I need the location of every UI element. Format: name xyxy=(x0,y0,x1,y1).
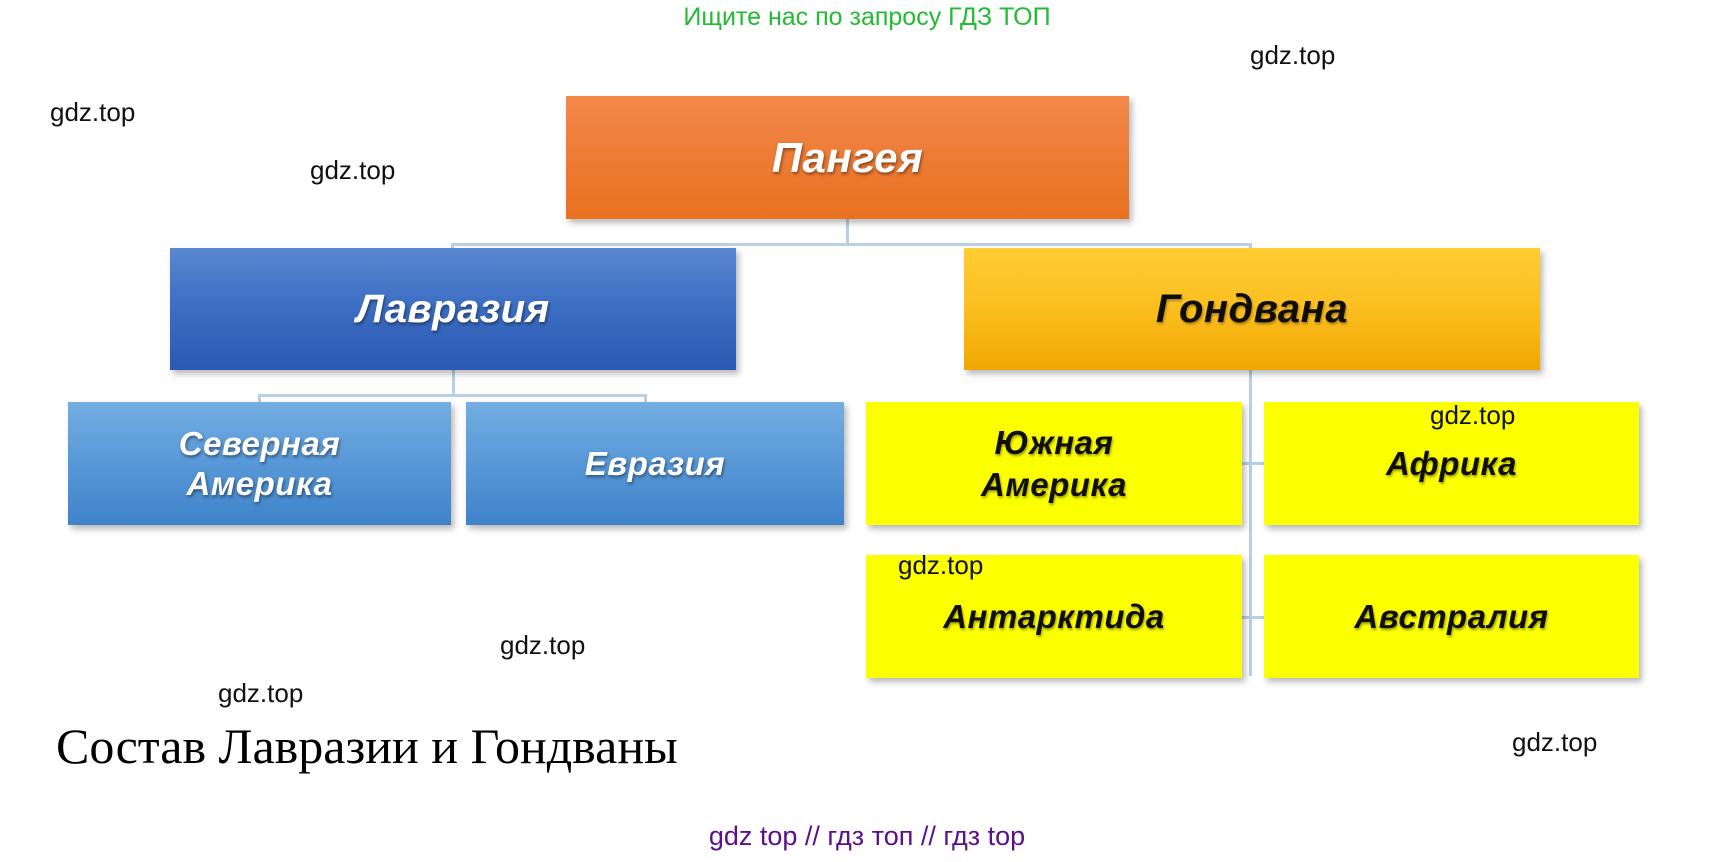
connector-bus-to-gondwana xyxy=(1249,243,1252,251)
node-north-america[interactable]: Северная Америка xyxy=(68,402,451,525)
connector-laurasia-bus xyxy=(258,394,647,397)
node-north-america-line2: Америка xyxy=(186,464,333,502)
watermark-8: gdz.top xyxy=(1512,727,1598,757)
node-eurasia-label: Евразия xyxy=(584,444,726,482)
node-antarctica[interactable]: Антарктида xyxy=(866,555,1242,678)
node-antarctica-label: Антарктида xyxy=(943,597,1165,635)
promo-top-text: Ищите нас по запросу ГДЗ ТОП xyxy=(683,3,1051,31)
watermark-7: gdz.top xyxy=(218,678,304,708)
connector-laurasia-bus-left xyxy=(258,394,261,404)
node-australia-label: Австралия xyxy=(1354,597,1549,635)
node-south-america-label: Южная Америка xyxy=(866,422,1242,506)
connector-gondwana-trunk xyxy=(1249,370,1252,676)
watermark-6: gdz.top xyxy=(500,630,586,660)
connector-pangea-down xyxy=(846,219,849,245)
connector-bus-to-laurasia xyxy=(451,243,454,251)
node-laurasia-label: Лавразия xyxy=(356,287,550,331)
node-south-america-line1: Южная xyxy=(994,423,1114,461)
connector-gondwana-stub-row1 xyxy=(1233,462,1269,465)
node-south-america[interactable]: Южная Америка xyxy=(866,402,1242,525)
node-pangea[interactable]: Пангея xyxy=(566,96,1129,219)
connector-gondwana-stub-row2 xyxy=(1233,616,1269,619)
node-africa-label: Африка xyxy=(1385,444,1517,482)
node-gondwana[interactable]: Гондвана xyxy=(964,248,1540,370)
node-gondwana-label: Гондвана xyxy=(1155,287,1349,331)
node-north-america-line1: Северная xyxy=(178,424,341,462)
connector-laurasia-down xyxy=(452,370,455,396)
node-south-america-line2: Америка xyxy=(981,465,1127,503)
node-laurasia[interactable]: Лавразия xyxy=(170,248,736,370)
node-eurasia[interactable]: Евразия xyxy=(466,402,844,525)
node-africa[interactable]: Африка xyxy=(1264,402,1639,525)
connector-laurasia-bus-right xyxy=(644,394,647,404)
watermark-4: gdz.top xyxy=(1430,400,1516,430)
diagram-caption: Состав Лавразии и Гондваны xyxy=(56,718,678,774)
promo-bottom-text: gdz top // гдз топ // гдз top xyxy=(708,821,1026,851)
watermark-2: gdz.top xyxy=(1250,40,1336,70)
watermark-3: gdz.top xyxy=(310,155,396,185)
node-australia[interactable]: Австралия xyxy=(1264,555,1639,678)
node-pangea-label: Пангея xyxy=(771,133,924,181)
node-north-america-label: Северная Америка xyxy=(68,424,451,504)
connector-pangea-bus xyxy=(451,243,1252,246)
watermark-1: gdz.top xyxy=(50,97,136,127)
watermark-5: gdz.top xyxy=(898,550,984,580)
